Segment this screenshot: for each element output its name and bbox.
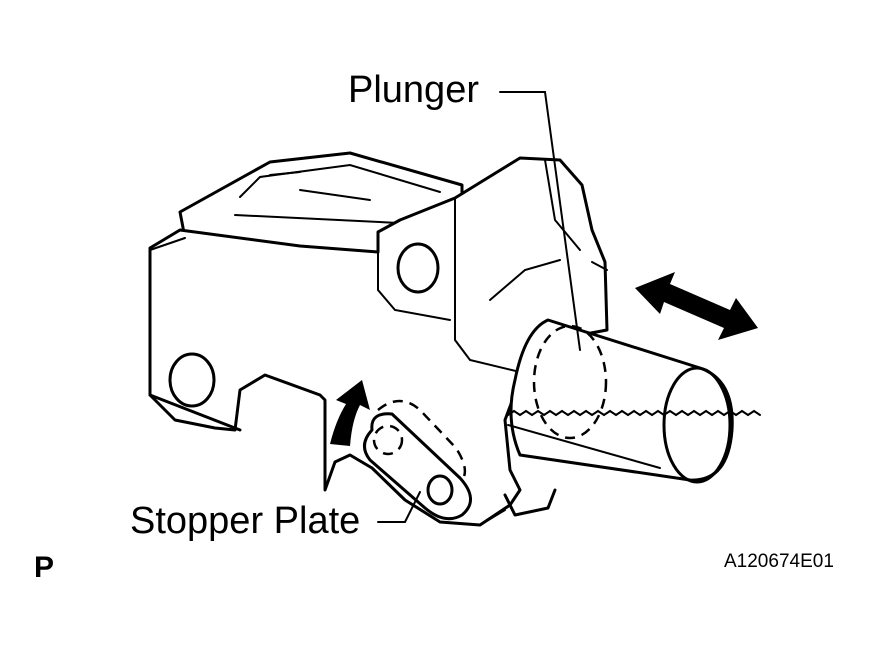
stopper-plate-label: Stopper Plate [130,500,361,542]
stopper-leader-line [377,491,421,523]
stopper-plate [363,412,472,521]
upper-bolt-hole [396,242,440,294]
view-marker: P [34,551,55,584]
plunger-leader-line [499,91,581,351]
left-bolt-hole [168,352,216,408]
stopper-plate-hole [426,474,454,506]
plunger-rack-teeth [507,409,761,417]
plunger-end-face [662,366,732,484]
figure-code: A120674E01 [724,551,834,572]
plunger-cylinder [509,318,734,482]
housing-body [148,156,609,527]
plunger-label: Plunger [348,69,479,111]
double-headed-arrow-icon [635,272,758,340]
plunger-hidden-outline [532,324,608,440]
curved-up-arrow-icon [330,380,370,446]
